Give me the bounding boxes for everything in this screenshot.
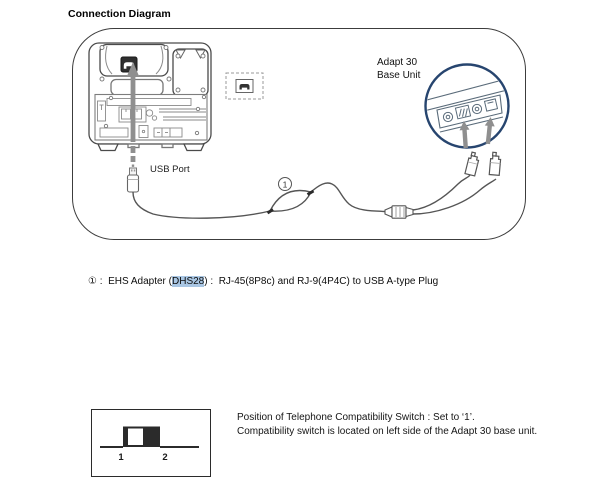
- cable-marker-number: 1: [283, 179, 288, 189]
- switch-position-2-label: 2: [162, 452, 167, 463]
- plug-direction-arrow-icon: [127, 62, 139, 167]
- base-unit-ports: [442, 98, 499, 123]
- base-unit-label-line1: Adapt 30: [377, 57, 418, 68]
- handset-glyph-icon: [239, 84, 250, 90]
- caption-suffix: ) : RJ-45(8P8c) and RJ-9(4P4C) to USB A-…: [204, 276, 439, 287]
- cable-ties: [266, 189, 315, 215]
- usb-plug-icon: [126, 167, 140, 193]
- compatibility-switch-text: Position of Telephone Compatibility Swit…: [237, 411, 537, 438]
- cable-marker: 1: [278, 177, 292, 191]
- page-title: Connection Diagram: [68, 8, 171, 20]
- adapter-cable: [132, 174, 497, 219]
- caption-prefix: ① : EHS Adapter (: [88, 276, 172, 287]
- telephone-illustration: [88, 42, 212, 152]
- connection-diagram-graphic: 1: [88, 42, 510, 219]
- cable-splitter: [384, 205, 414, 219]
- base-unit-label: Adapt 30 Base Unit: [377, 56, 420, 82]
- compatibility-switch-graphic: 1 2: [100, 426, 199, 463]
- port-reference-box: [225, 72, 264, 100]
- phone-screws: [99, 45, 207, 136]
- magnifier-circle: [424, 63, 510, 149]
- usb-port-label: USB Port: [150, 164, 190, 175]
- connector-direction-arrows: [459, 117, 495, 149]
- highlighted-model-name: DHS28: [172, 276, 205, 287]
- base-unit-label-line2: Base Unit: [377, 70, 421, 81]
- switch-knob-position-1: [128, 428, 143, 445]
- compatibility-switch-box: 1 2: [91, 409, 211, 477]
- switch-text-line2: Compatibility switch is located on left …: [237, 425, 538, 437]
- switch-text-line1: Position of Telephone Compatibility Swit…: [237, 412, 475, 423]
- connection-diagram-frame: 1 Adapt 30 Base Unit USB Port: [72, 28, 526, 240]
- adapter-caption: ① : EHS Adapter (DHS28) : RJ-45(8P8c) an…: [88, 276, 438, 287]
- rj9-connector-icon: [488, 151, 502, 177]
- switch-position-1-label: 1: [118, 452, 124, 463]
- rj45-connector-icon: [464, 151, 480, 177]
- phone-ports-detail: [97, 98, 206, 138]
